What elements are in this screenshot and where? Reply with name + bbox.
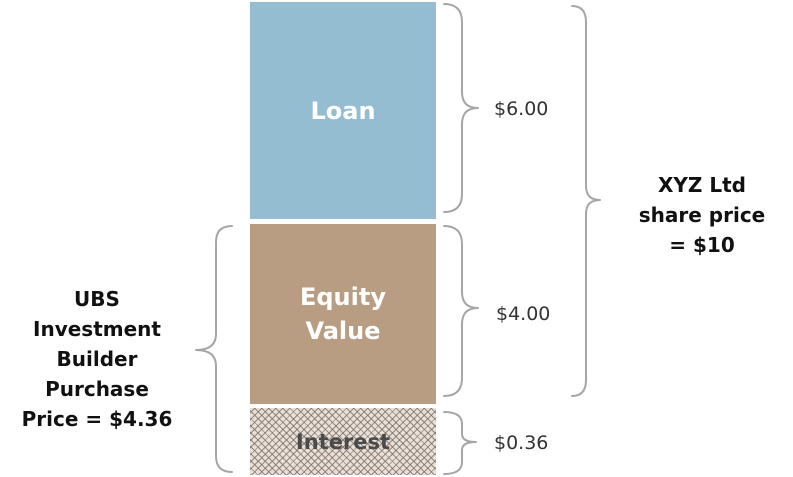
share-price-line3: = $10 [669, 233, 735, 257]
interest-block: Interest [250, 408, 436, 475]
equity-value: $4.00 [496, 303, 551, 325]
purchase-price-line5: Price = $4.36 [21, 407, 173, 431]
equity-label-line1: Equity [299, 283, 386, 311]
purchase-price-line3: Builder [56, 347, 138, 371]
equity-label-line2: Value [305, 317, 381, 345]
share-price-line2: share price [638, 203, 766, 227]
loan-label: Loan [310, 96, 376, 125]
share-price-label: XYZ Ltd share price = $10 [612, 170, 792, 260]
purchase-price-brace [195, 225, 233, 473]
loan-value: $6.00 [494, 98, 549, 120]
share-price-line1: XYZ Ltd [658, 173, 746, 197]
purchase-price-line1: UBS [74, 287, 120, 311]
purchase-price-label: UBS Investment Builder Purchase Price = … [6, 284, 188, 434]
equity-value-block: Equity Value [250, 224, 436, 404]
interest-brace [443, 411, 477, 475]
purchase-price-line4: Purchase [45, 377, 149, 401]
equity-brace [443, 225, 479, 397]
loan-block: Loan [250, 2, 436, 219]
loan-brace [443, 3, 479, 213]
interest-value: $0.36 [494, 432, 549, 454]
share-price-brace [571, 5, 601, 397]
interest-label: Interest [295, 429, 391, 454]
purchase-price-line2: Investment [33, 317, 161, 341]
